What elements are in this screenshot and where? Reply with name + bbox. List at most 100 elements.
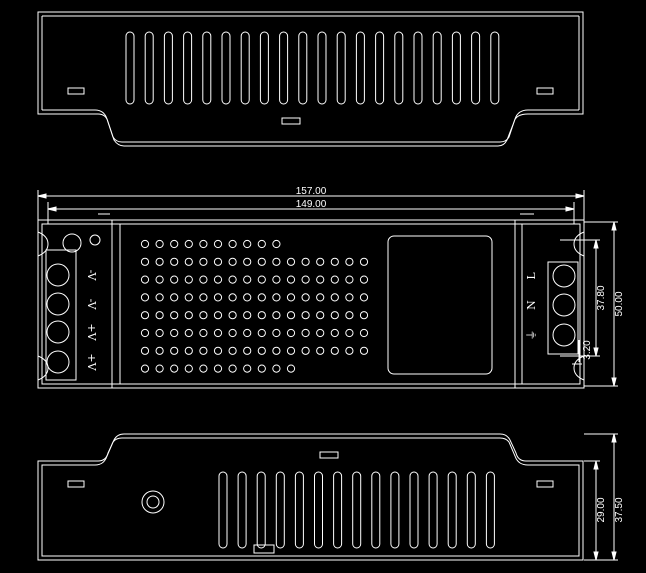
vent-slot [294,471,304,549]
vent-hole [286,364,296,373]
vent-slot [256,471,266,549]
vent-hole [184,239,193,249]
dim-29-label: 29.00 [596,497,607,522]
vent-hole [257,364,266,373]
vent-hole [155,328,164,338]
vent-slot [298,31,308,105]
vent-hole [272,239,281,249]
vent-slot [413,31,423,105]
vent-hole [301,311,310,320]
vent-hole [140,257,150,266]
front-vent-holes [140,239,369,373]
vent-hole [301,328,310,338]
vent-hole [228,275,237,284]
vent-hole [316,346,325,355]
dim-3-20-label: 3.20 [582,340,593,360]
vent-slot [240,31,250,105]
dimension-bottom-right [584,433,618,561]
vent-hole [257,311,266,320]
vent-slot [336,31,346,105]
vent-hole [316,328,325,338]
vent-hole [301,293,310,302]
vent-slot [279,31,289,105]
vent-hole [243,328,252,338]
vent-hole [272,257,281,266]
vent-hole [243,364,252,373]
vent-hole [359,275,369,284]
vent-hole [184,275,193,284]
vent-hole [316,257,325,266]
vent-hole [359,311,369,320]
bottom-view [37,433,584,561]
vent-hole [199,328,208,338]
dim-37-80-label: 37.80 [596,285,607,310]
bottom-vent-slots [218,471,495,549]
vent-hole [228,239,237,249]
vent-hole [286,293,296,302]
vent-hole [228,293,237,302]
dimension-149 [47,202,575,224]
vent-hole [140,275,150,284]
vent-hole [330,293,339,302]
vent-hole [272,293,281,302]
vent-hole [213,364,223,373]
vent-hole [257,275,266,284]
vent-slot [485,471,495,549]
vent-hole [359,293,369,302]
vent-hole [199,239,208,249]
terminal-label-left-3: +V [85,323,98,341]
vent-hole [359,328,369,338]
vent-slot [352,471,362,549]
vent-hole [330,275,339,284]
vent-hole [184,311,193,320]
vent-hole [257,328,266,338]
top-view [37,11,584,147]
vent-hole [184,293,193,302]
vent-hole [213,239,223,249]
vent-hole [199,257,208,266]
vent-hole [345,293,354,302]
vent-hole [170,293,179,302]
vent-hole [184,346,193,355]
vent-hole [155,293,164,302]
vent-hole [228,364,237,373]
vent-hole [155,346,164,355]
vent-hole [170,364,179,373]
vent-hole [140,239,150,249]
vent-hole [140,311,150,320]
vent-hole [155,275,164,284]
vent-hole [286,311,296,320]
vent-hole [330,311,339,320]
dim-157-label: 157.00 [296,186,327,197]
vent-slot [490,31,500,105]
vent-slot [390,471,400,549]
vent-hole [213,275,223,284]
vent-hole [213,328,223,338]
vent-hole [228,311,237,320]
vent-hole [272,311,281,320]
vent-hole [243,257,252,266]
vent-hole [286,328,296,338]
vent-hole [213,311,223,320]
vent-slot [447,471,457,549]
vent-slot [144,31,154,105]
terminal-label-left-1: -V [85,270,98,282]
vent-hole [301,346,310,355]
vent-slot [355,31,365,105]
vent-hole [155,257,164,266]
terminal-label-left-2: -V [85,299,98,311]
vent-hole [257,346,266,355]
vent-hole [257,239,266,249]
vent-hole [170,346,179,355]
ground-symbol-icon: ⏚ [525,330,538,341]
terminal-label-right-1: L [525,272,538,280]
vent-slot [125,31,135,105]
vent-hole [257,257,266,266]
vent-hole [286,257,296,266]
vent-hole [140,364,150,373]
vent-hole [286,275,296,284]
vent-slot [237,471,247,549]
vent-slot [466,471,476,549]
vent-hole [272,328,281,338]
